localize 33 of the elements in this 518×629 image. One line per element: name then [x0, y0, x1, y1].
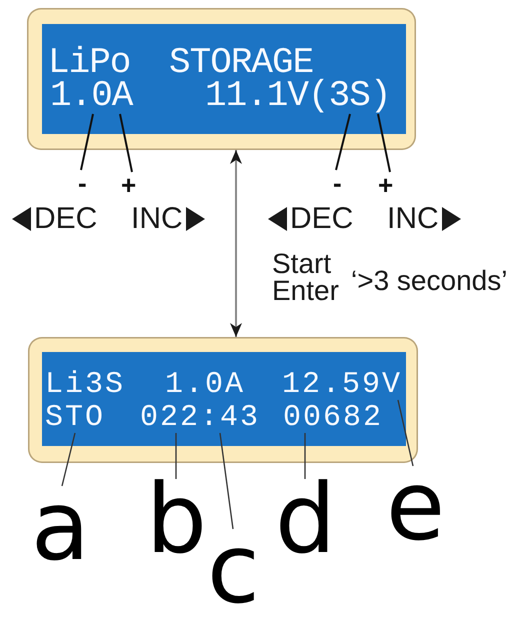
- display-value: 1.0A: [50, 78, 132, 114]
- display-value: 00682: [283, 403, 384, 433]
- leader-line: [335, 114, 351, 170]
- leader-line: [119, 114, 133, 172]
- display-value: 11.1V(3S): [205, 78, 390, 114]
- display-text: Li3S: [45, 370, 126, 400]
- callout-letter: e: [386, 466, 446, 547]
- lcd-display: [28, 337, 418, 463]
- instruction-text: Start Enter: [272, 250, 340, 304]
- button-label: DEC: [290, 203, 354, 235]
- leader-line: [377, 114, 391, 172]
- minus-sign: -: [333, 170, 342, 196]
- double-arrow: [230, 150, 242, 337]
- button-label: DEC: [34, 203, 98, 235]
- plus-sign: +: [378, 172, 394, 198]
- plus-sign: +: [121, 172, 136, 198]
- button-label: INC: [131, 203, 183, 235]
- button-label: INC: [387, 203, 439, 235]
- leader-line: [175, 433, 177, 479]
- callout-letter: b: [146, 479, 207, 560]
- callout-letter: c: [207, 529, 260, 610]
- display-value: 12.59V: [282, 370, 402, 400]
- leader-line: [80, 114, 94, 170]
- leader-line: [304, 433, 306, 479]
- lcd-display: [27, 8, 416, 150]
- display-value: STO: [45, 403, 106, 433]
- display-text: LiPo STORAGE: [48, 45, 314, 81]
- duration-text: ‘>3 seconds’: [351, 267, 508, 294]
- callout-letter: a: [31, 486, 90, 567]
- display-text: 1.0A: [165, 370, 246, 400]
- callout-letter: d: [275, 479, 336, 560]
- minus-sign: -: [78, 170, 87, 196]
- display-value: 022:43: [140, 403, 260, 433]
